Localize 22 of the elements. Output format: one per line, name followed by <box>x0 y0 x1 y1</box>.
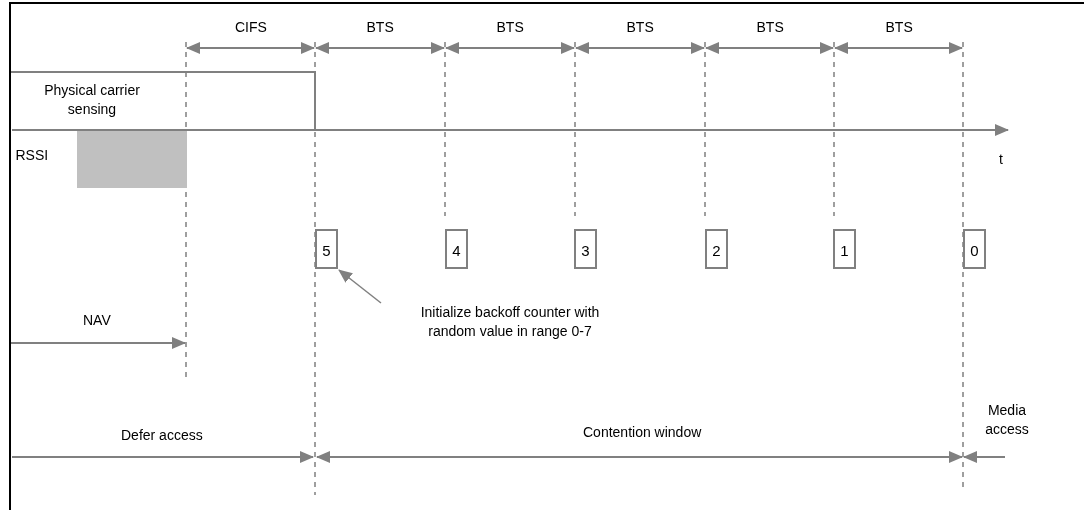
label-text: BTS <box>496 18 524 37</box>
leader-arrow <box>338 269 382 304</box>
annotation-text: Initialize backoff counter with random value in range 0-7 <box>420 304 600 339</box>
label-text: NAV <box>83 311 111 330</box>
counter-box: 1 <box>833 229 856 269</box>
counter-box: 4 <box>445 229 468 269</box>
label-text: Contention window <box>583 423 702 442</box>
rssi-signal-block <box>77 131 187 188</box>
label-text: CIFS <box>235 18 267 37</box>
counter-box: 2 <box>705 229 728 269</box>
label-text: RSSI <box>15 146 49 165</box>
label-text: Physical carrier sensing <box>43 81 141 119</box>
counter-box: 5 <box>315 229 338 269</box>
label-text: t <box>999 150 1003 169</box>
label-text: BTS <box>366 18 394 37</box>
label-text: BTS <box>885 18 913 37</box>
label-text: Media access <box>984 401 1030 439</box>
label-text: BTS <box>756 18 784 37</box>
counter-box: 0 <box>963 229 986 269</box>
label-text: Defer access <box>121 426 203 445</box>
label-text: BTS <box>626 18 654 37</box>
counter-box: 3 <box>574 229 597 269</box>
